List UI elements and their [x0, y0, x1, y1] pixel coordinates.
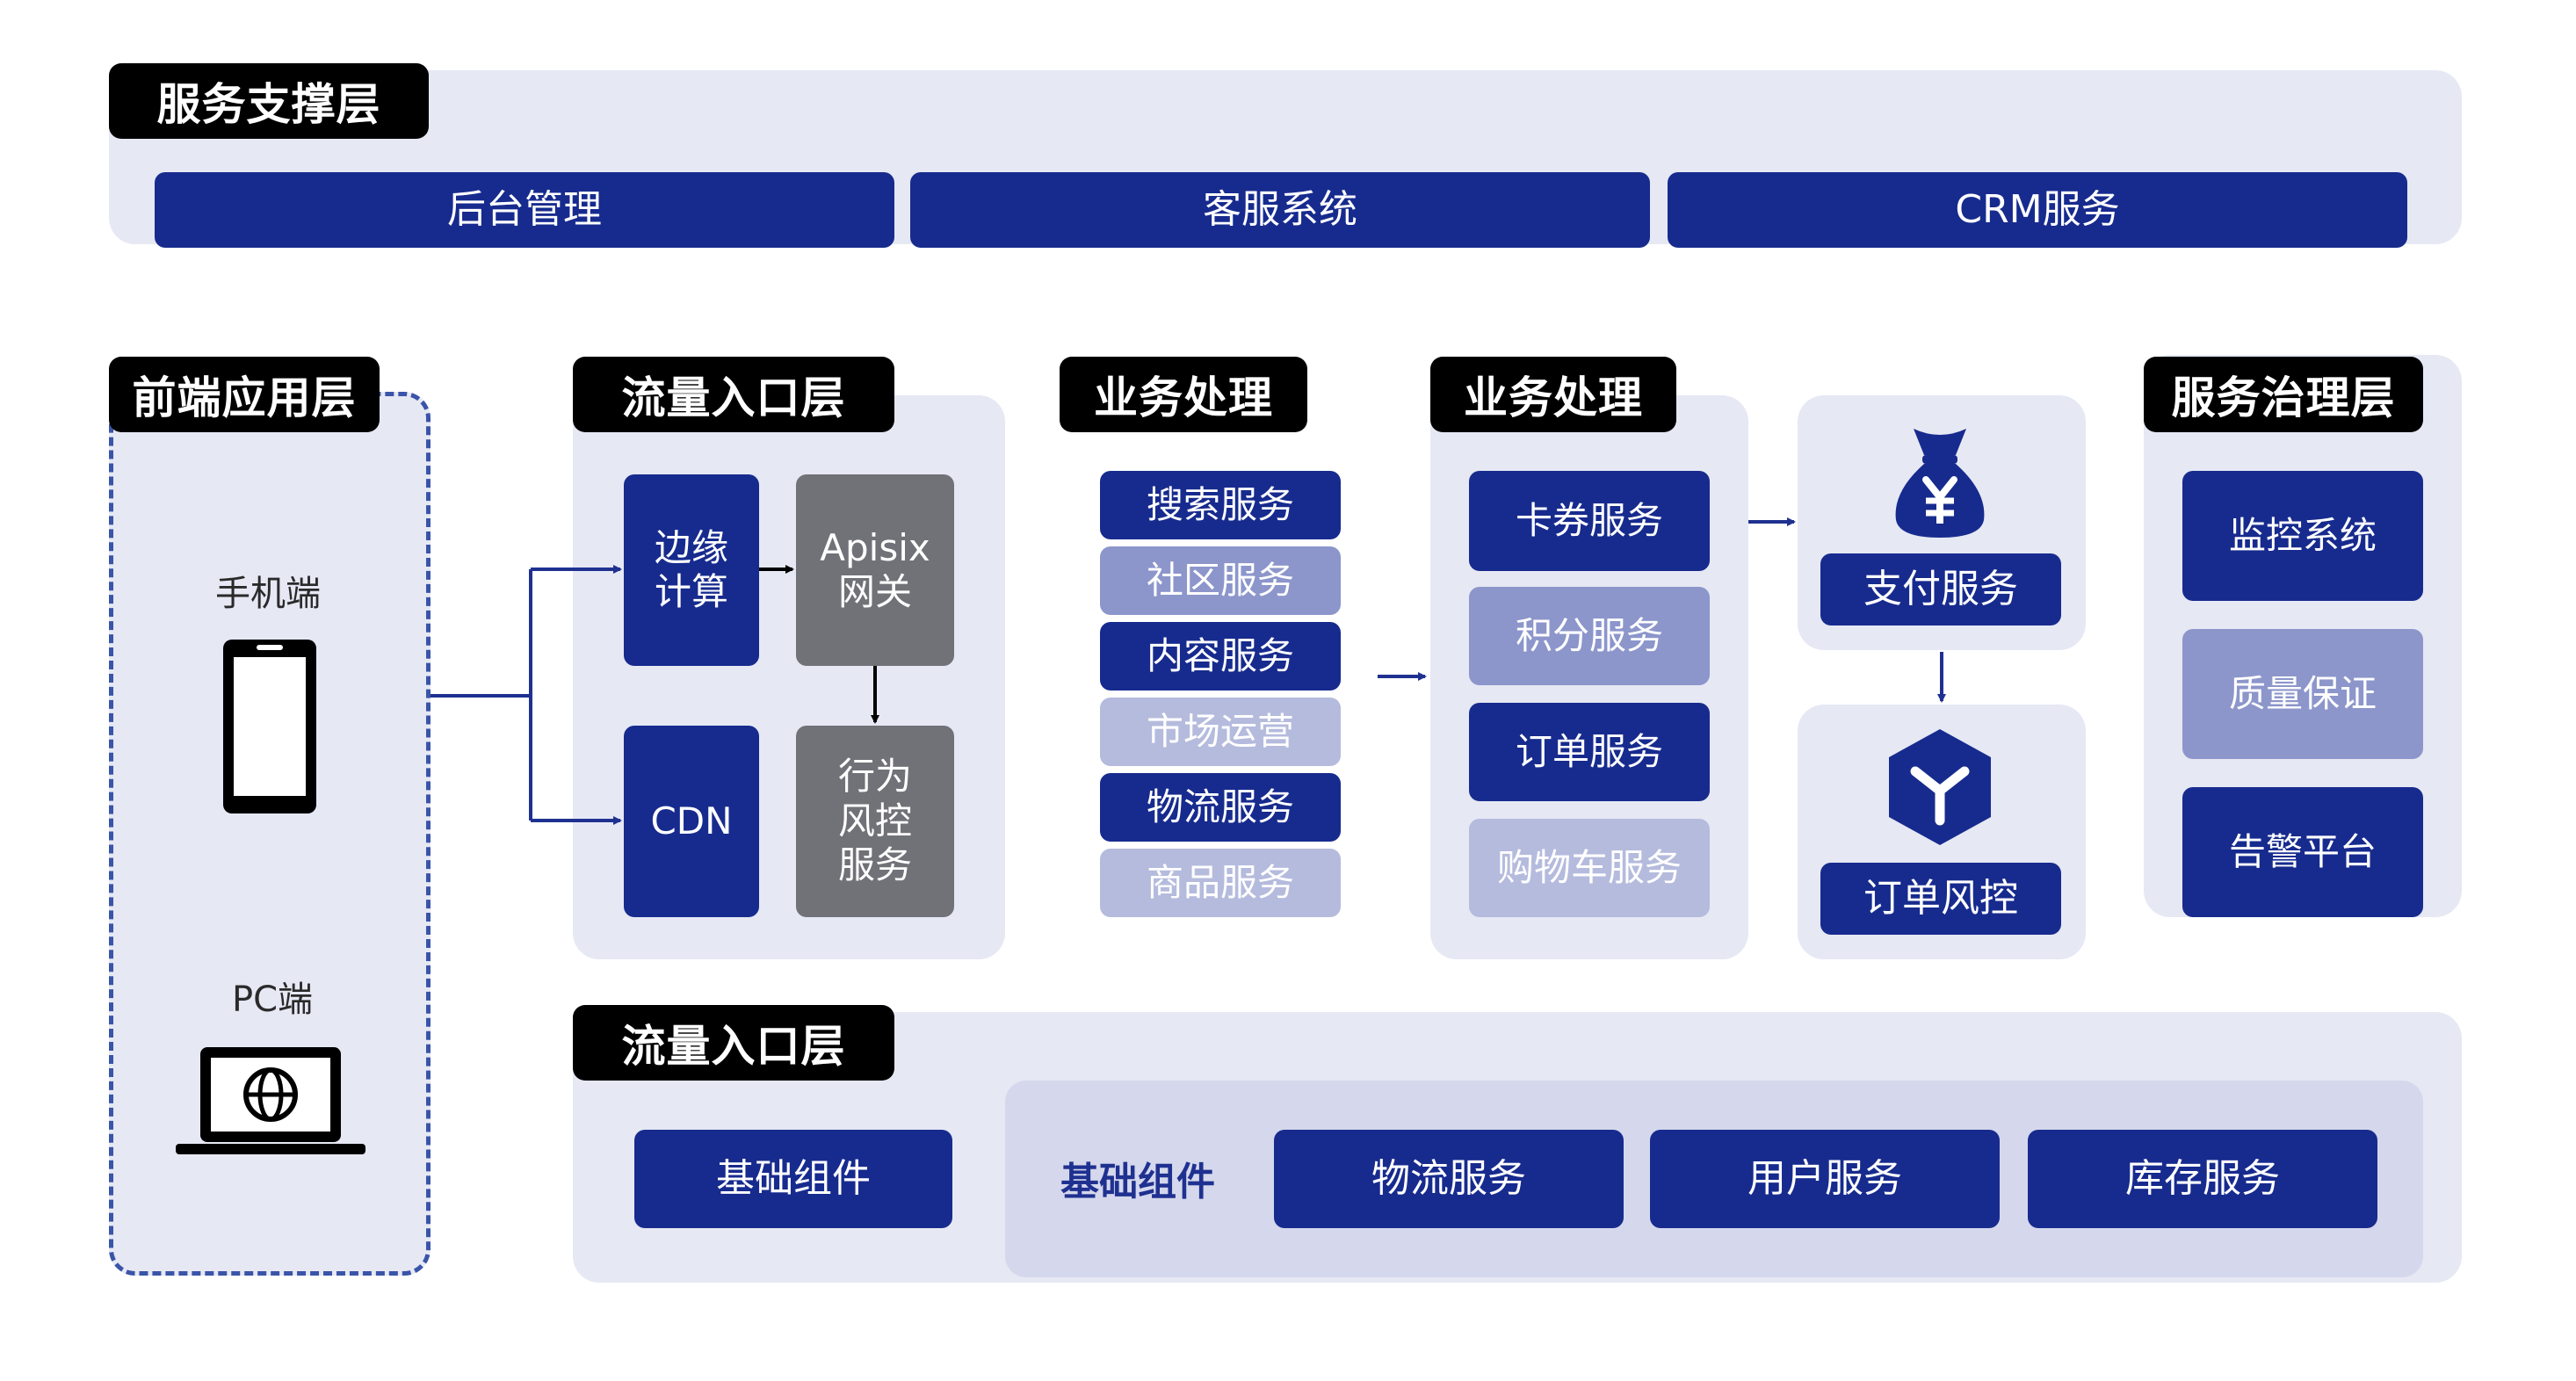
- pc-label: PC端: [231, 980, 314, 1020]
- business-1-item-logistics[interactable]: 物流服务: [1100, 773, 1341, 842]
- base-component-group-label: 基础组件: [1060, 1160, 1215, 1204]
- business-2-item-points[interactable]: 积分服务: [1469, 587, 1710, 685]
- support-item-crm[interactable]: CRM服务: [1668, 172, 2407, 248]
- traffic-layer-tag: 流量入口层: [573, 357, 894, 432]
- bottom-item-user[interactable]: 用户服务: [1650, 1130, 2000, 1228]
- support-item-customer-service[interactable]: 客服系统: [910, 172, 1650, 248]
- business-1-tag: 业务处理: [1060, 357, 1307, 432]
- business-2-item-coupon[interactable]: 卡券服务: [1469, 471, 1710, 571]
- mobile-phone-icon: [220, 636, 320, 817]
- hexagon-y-icon: [1882, 726, 1998, 849]
- mobile-label: 手机端: [215, 574, 321, 614]
- governance-item-quality[interactable]: 质量保证: [2182, 629, 2423, 759]
- governance-item-alert[interactable]: 告警平台: [2182, 787, 2423, 917]
- risk-control-box[interactable]: 行为 风控 服务: [796, 726, 954, 917]
- edge-compute-box[interactable]: 边缘 计算: [624, 474, 759, 666]
- business-2-item-cart[interactable]: 购物车服务: [1469, 819, 1710, 917]
- business-1-item-search[interactable]: 搜索服务: [1100, 471, 1341, 539]
- laptop-globe-icon: [176, 1042, 365, 1160]
- payment-service-box[interactable]: 支付服务: [1820, 553, 2061, 625]
- support-layer-tag: 服务支撑层: [109, 63, 429, 139]
- support-item-backend[interactable]: 后台管理: [155, 172, 894, 248]
- business-1-item-marketing[interactable]: 市场运营: [1100, 698, 1341, 766]
- business-1-item-content[interactable]: 内容服务: [1100, 622, 1341, 690]
- apisix-gateway-box[interactable]: Apisix 网关: [796, 474, 954, 666]
- bottom-item-logistics[interactable]: 物流服务: [1274, 1130, 1624, 1228]
- base-component-box[interactable]: 基础组件: [634, 1130, 952, 1228]
- governance-item-monitoring[interactable]: 监控系统: [2182, 471, 2423, 601]
- business-2-tag: 业务处理: [1430, 357, 1676, 432]
- money-bag-yuan-icon: [1887, 422, 1993, 541]
- bottom-layer-tag: 流量入口层: [573, 1005, 894, 1081]
- business-1-item-community[interactable]: 社区服务: [1100, 546, 1341, 615]
- order-risk-box[interactable]: 订单风控: [1820, 863, 2061, 935]
- bottom-item-inventory[interactable]: 库存服务: [2028, 1130, 2377, 1228]
- cdn-box[interactable]: CDN: [624, 726, 759, 917]
- frontend-layer-tag: 前端应用层: [109, 357, 380, 432]
- frontend-to-traffic-arrow: [431, 565, 622, 825]
- business-1-item-product[interactable]: 商品服务: [1100, 849, 1341, 917]
- governance-layer-tag: 服务治理层: [2144, 357, 2423, 432]
- business-2-item-order[interactable]: 订单服务: [1469, 703, 1710, 801]
